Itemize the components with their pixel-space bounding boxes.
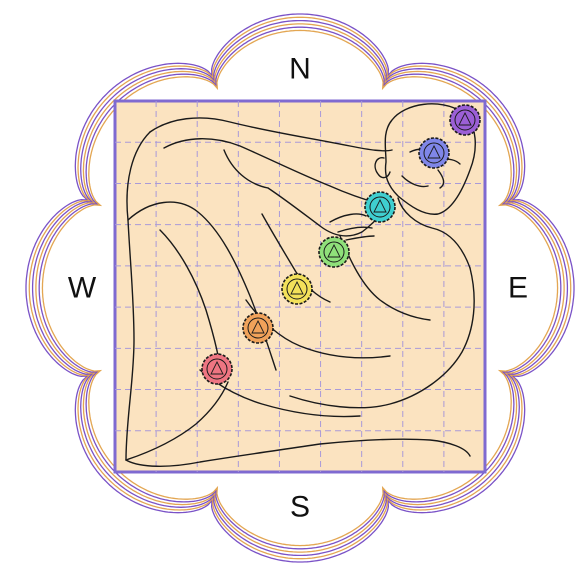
figure-ear <box>374 157 391 179</box>
figure-nose <box>437 169 445 189</box>
direction-east: E <box>508 272 528 305</box>
figure-left-torso <box>125 131 151 461</box>
figure-raised-arm <box>149 117 393 152</box>
figure-foot <box>125 438 471 467</box>
lotus-outline <box>38 26 562 550</box>
lotus-outline <box>41 29 559 547</box>
heart-chakra <box>318 236 350 268</box>
figure-hand <box>329 213 375 241</box>
figure-raised-arm-inner <box>163 138 381 205</box>
solar-plexus-chakra <box>281 273 313 305</box>
lotus-outline <box>31 19 569 557</box>
direction-north: N <box>289 53 311 86</box>
direction-west: W <box>68 272 97 305</box>
throat-chakra <box>364 191 396 223</box>
lotus-outline <box>35 23 565 553</box>
figure-mouth <box>401 175 429 188</box>
figure-forearm <box>339 235 431 321</box>
figure-neck <box>397 197 471 269</box>
figure-chest-line <box>261 213 331 303</box>
lotus-outline <box>25 13 575 563</box>
third-eye-chakra <box>418 137 450 169</box>
chakra-points <box>201 104 481 385</box>
figure-back <box>289 267 475 409</box>
direction-labels: N E S W <box>68 53 528 524</box>
figure-lower-leg <box>125 381 229 461</box>
sacral-chakra <box>242 312 274 344</box>
root-chakra <box>201 353 233 385</box>
figure-shoulder-curve <box>223 149 269 189</box>
figure-front-arm <box>267 187 383 237</box>
lotus-outline <box>28 16 572 560</box>
direction-south: S <box>290 491 310 524</box>
crown-chakra <box>449 104 481 136</box>
